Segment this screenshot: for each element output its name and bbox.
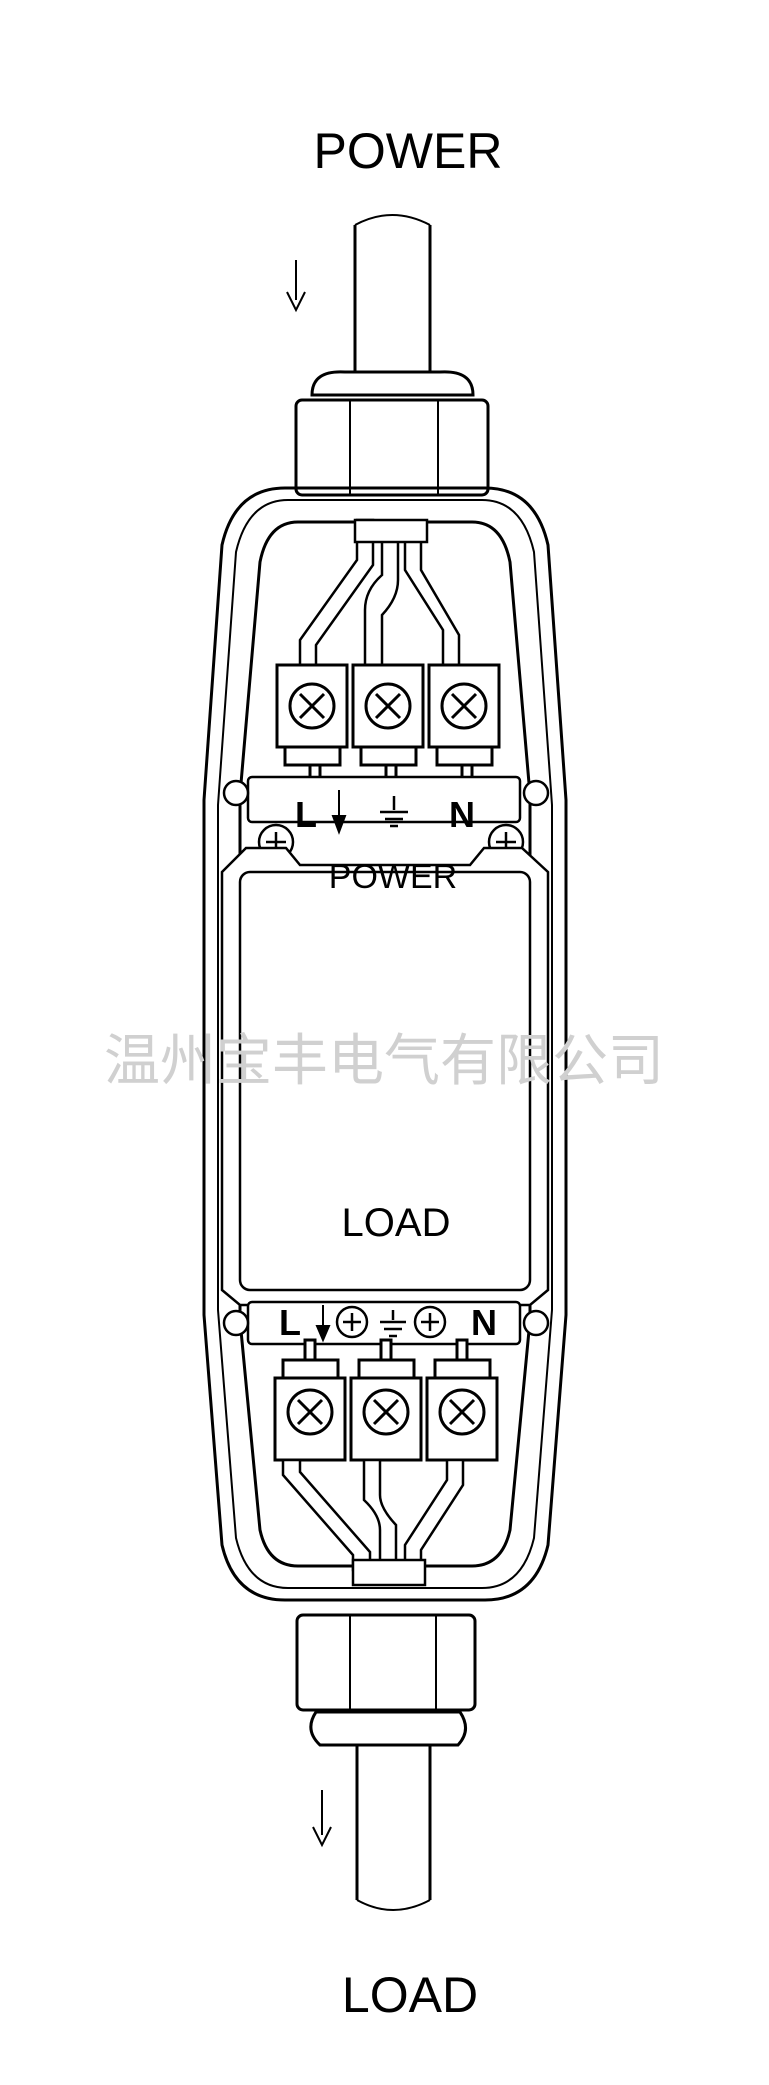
- watermark-text: 温州宝丰电气有限公司: [104, 1029, 664, 1094]
- top-terminal-screws: [288, 682, 488, 730]
- enclosure-housing: [202, 486, 568, 1602]
- top-terminal-label-n: N: [449, 794, 475, 835]
- cross-screw-icon: [288, 682, 336, 730]
- bottom-wires: [281, 1458, 465, 1587]
- top-cable: [353, 214, 432, 387]
- bottom-terminal-label-l: L: [279, 1302, 301, 1343]
- top-terminal-label-l: L: [295, 794, 317, 835]
- bottom-plus-screw-right: [413, 1305, 447, 1339]
- cross-screw-icon: [440, 682, 488, 730]
- central-panel: [220, 846, 550, 1307]
- top-ground-icon: [380, 796, 408, 828]
- panel-power-label: POWER: [329, 858, 457, 896]
- top-flow-arrow-icon: [286, 260, 306, 313]
- cross-screw-icon: [286, 1388, 334, 1436]
- panel-load-label: LOAD: [342, 1201, 451, 1245]
- plus-screw-icon: [335, 1305, 369, 1339]
- cross-screw-icon: [362, 1388, 410, 1436]
- bottom-cable-gland: [295, 1613, 477, 1747]
- bottom-flow-arrow-icon: [312, 1790, 332, 1848]
- top-down-arrow-icon: [331, 790, 347, 835]
- bottom-ground-icon: [380, 1310, 406, 1338]
- cross-screw-icon: [364, 682, 412, 730]
- top-terminal-strip: [222, 775, 550, 824]
- bottom-down-arrow-icon: [315, 1305, 331, 1343]
- top-cable-gland: [294, 370, 490, 497]
- bottom-load-label: LOAD: [342, 1967, 478, 2023]
- top-power-label: POWER: [314, 123, 503, 179]
- bottom-terminal-label-n: N: [471, 1302, 497, 1343]
- bottom-cable: [355, 1745, 432, 1911]
- bottom-terminal-screws: [286, 1388, 486, 1436]
- bottom-plus-screw-left: [335, 1305, 369, 1339]
- cross-screw-icon: [438, 1388, 486, 1436]
- top-wires: [298, 518, 461, 667]
- plus-screw-icon: [413, 1305, 447, 1339]
